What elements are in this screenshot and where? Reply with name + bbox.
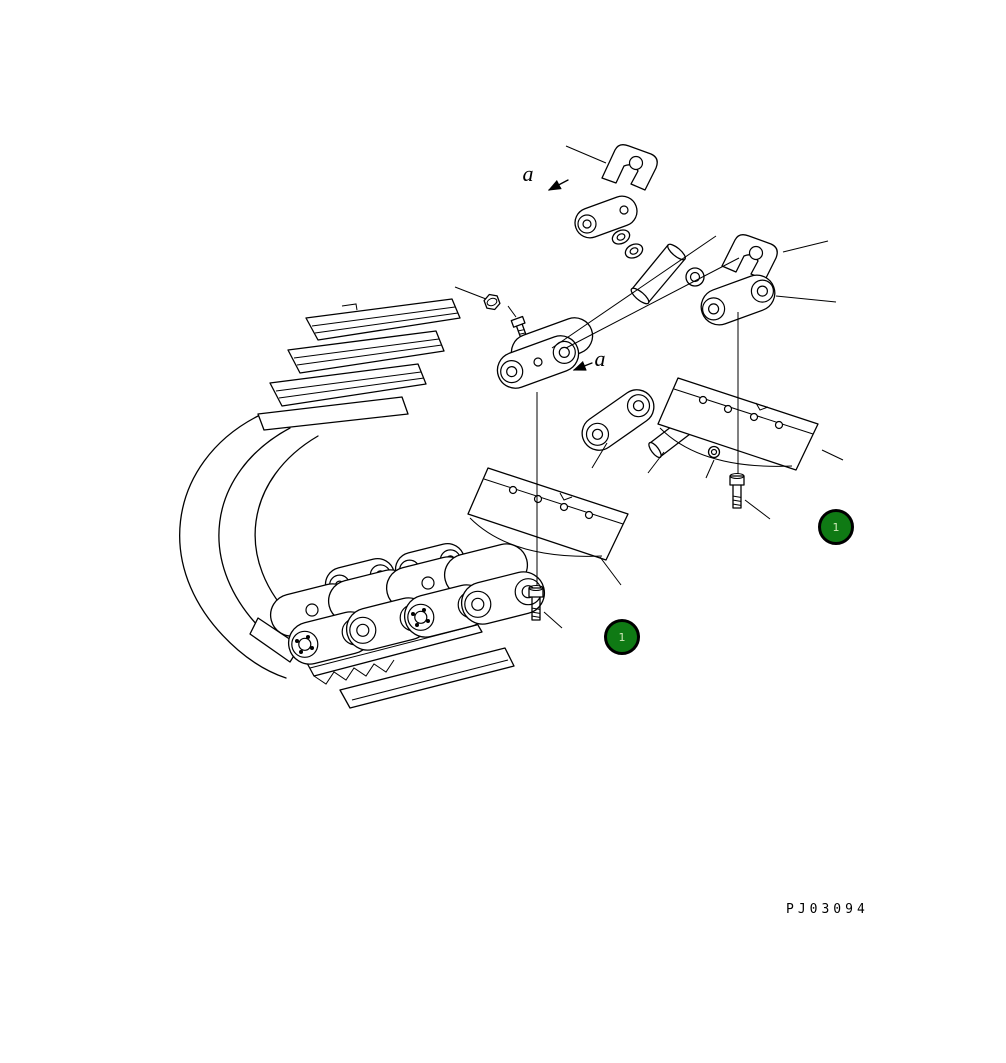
shoe-bolt-right [729, 473, 745, 509]
track-shoe-center [467, 467, 629, 561]
track-link-top [574, 195, 638, 239]
callout-circle[interactable] [818, 509, 854, 545]
view-arrow-a-top: a [523, 161, 569, 191]
seal-washers [611, 229, 644, 259]
leader-lines [454, 145, 844, 629]
top-track-shoes [257, 298, 461, 431]
view-label-a-top: a [523, 161, 534, 186]
track-pin-top [630, 243, 686, 305]
view-arrow-mid-line [572, 360, 593, 371]
master-link-top [601, 144, 658, 191]
annotations: a a 1 1 PJ03094 [523, 161, 869, 917]
callout-1-right[interactable]: 1 [818, 509, 854, 545]
drawing-number: PJ03094 [786, 902, 869, 917]
link-assembly-left [496, 317, 594, 389]
view-arrow-top-line [547, 179, 569, 191]
nut [483, 293, 501, 311]
track-link-middle [581, 389, 655, 451]
shoe-bolt-center [528, 585, 544, 621]
bushing-top [685, 267, 705, 287]
track-assembly [179, 298, 546, 709]
master-link-right [721, 234, 778, 281]
callout-number: 1 [833, 521, 840, 534]
bushing-middle [707, 445, 721, 459]
chain-back-rail [269, 543, 529, 637]
callout-number: 1 [619, 631, 626, 644]
callout-1-center[interactable]: 1 [604, 619, 640, 655]
view-arrow-a-mid: a [572, 346, 606, 371]
track-link-right [700, 274, 776, 326]
chain-front-rail [287, 571, 546, 665]
view-label-a-mid: a [595, 346, 606, 371]
callout-circle[interactable] [604, 619, 640, 655]
